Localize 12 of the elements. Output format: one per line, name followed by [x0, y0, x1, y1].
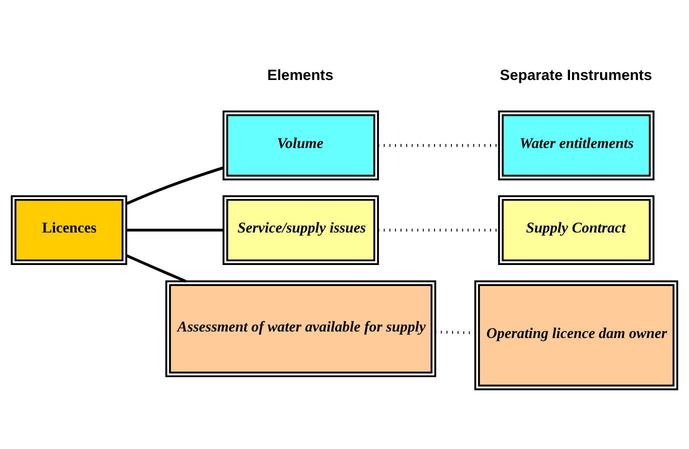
node-box: Supply Contract	[498, 194, 654, 265]
connector	[126, 254, 186, 282]
node-box: Assessment of water available for supply	[165, 280, 436, 377]
label: Elements	[267, 68, 334, 84]
node-box: Licences	[10, 194, 128, 265]
node-box: Water entitlements	[498, 110, 654, 180]
connector	[126, 166, 224, 205]
node-box: Service/supply issues	[222, 194, 379, 265]
node-box: Volume	[222, 110, 379, 180]
connector	[126, 228, 224, 232]
node-box: Operating licence dam owner	[474, 280, 678, 390]
label: Separate Instruments	[500, 68, 652, 84]
